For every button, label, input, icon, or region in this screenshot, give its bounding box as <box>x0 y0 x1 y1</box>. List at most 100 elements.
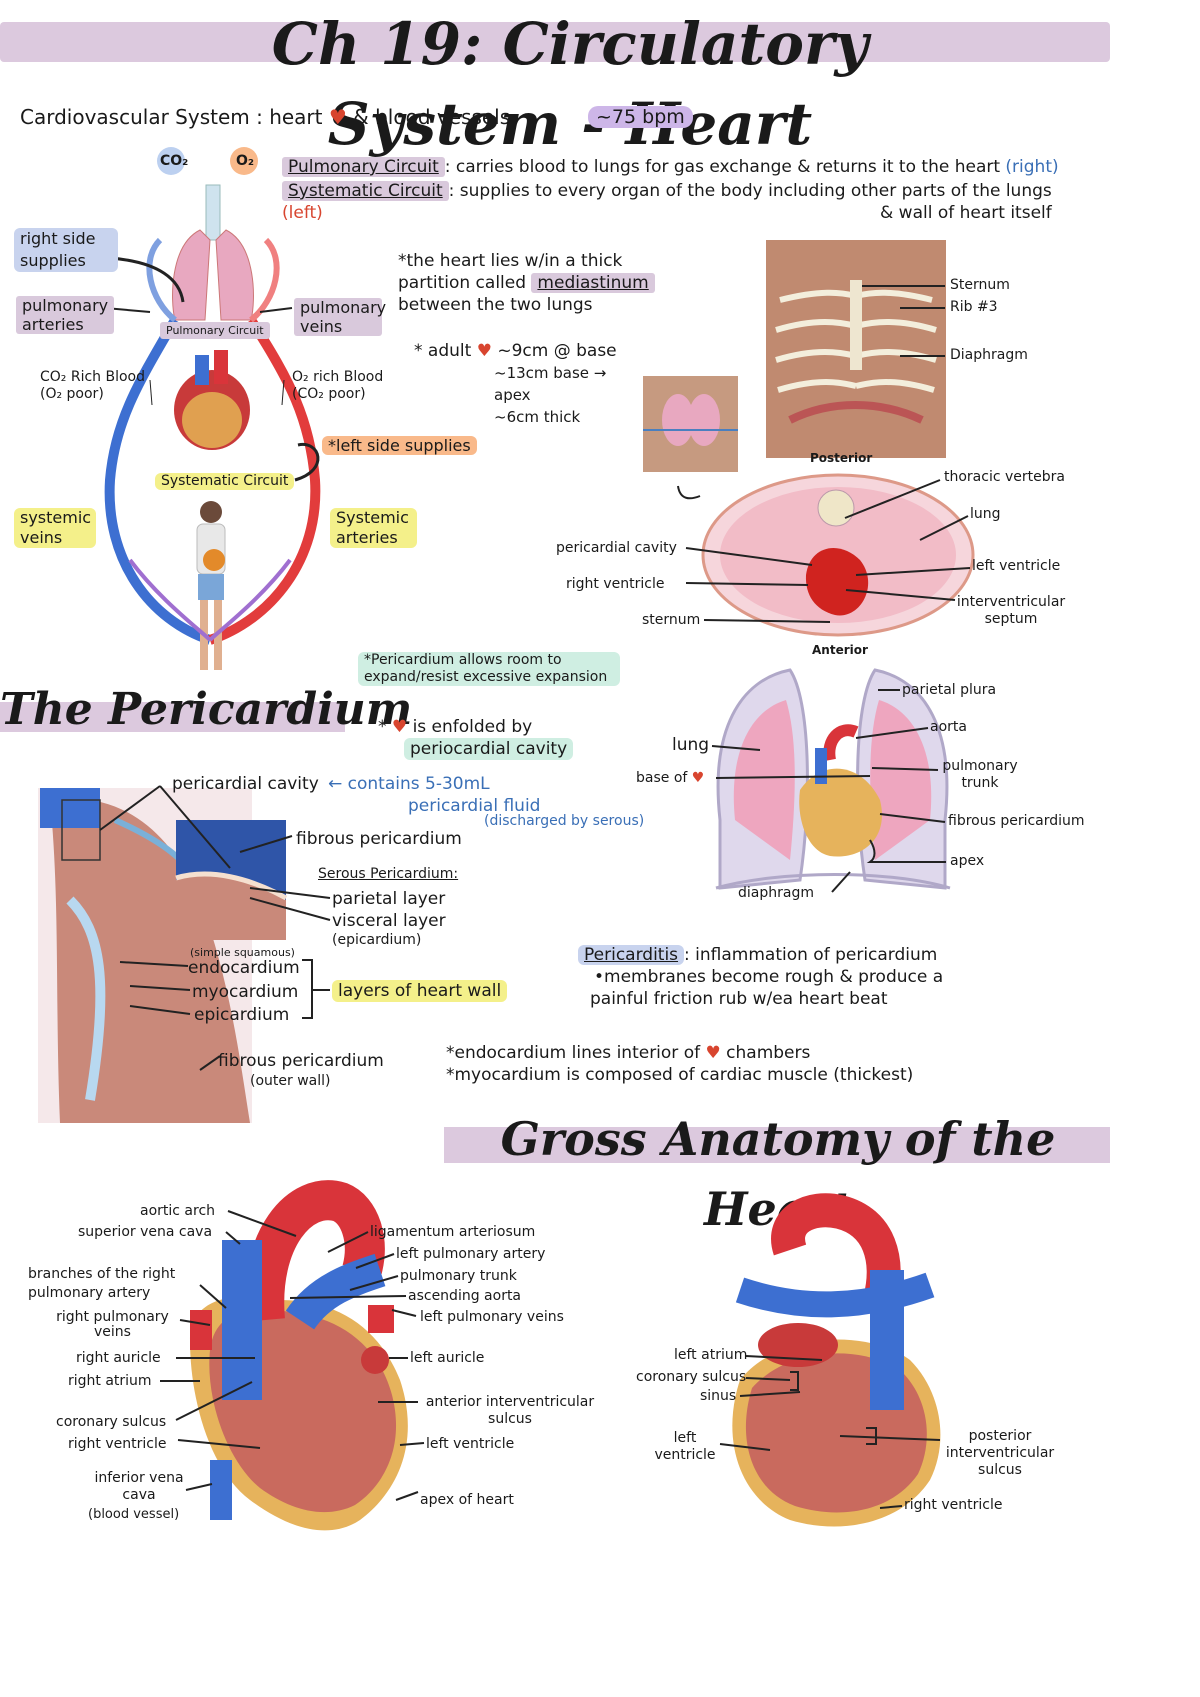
base-of-heart-label: base of ♥ <box>636 770 704 787</box>
layers-of-heart-wall-label: layers of heart wall <box>332 980 508 1002</box>
contains-label: ← contains 5-30mL <box>328 774 490 794</box>
adult-heart-size: * adult ♥ ~9cm @ base ~13cm base → apex … <box>414 340 644 428</box>
right-auricle-label: right auricle <box>76 1350 161 1366</box>
pulmonary-circuit-label: Pulmonary Circuit <box>160 322 270 339</box>
cardiovascular-text-2: & blood vessels <box>353 105 511 129</box>
epicardium-paren-label: (epicardium) <box>332 932 422 948</box>
pericardial-fluid-label: pericardial fluid <box>408 796 541 816</box>
pericardium-room-note: *Pericardium allows room to expand/resis… <box>358 652 620 686</box>
adult-label: * adult <box>414 341 472 361</box>
apex-label: apex <box>950 853 985 869</box>
fibrous-pericardium-label-2: fibrous pericardium <box>948 813 1085 829</box>
right-ventricle-label-2: right ventricle <box>68 1436 167 1452</box>
systemic-arteries-label: Systemic arteries <box>330 508 417 548</box>
serous-pericardium-label: Serous Pericardium: <box>318 866 459 882</box>
fibrous-outer-label: fibrous pericardium <box>218 1051 384 1071</box>
aortic-arch-label: aortic arch <box>140 1203 216 1219</box>
right-ventricle-label-3: right ventricle <box>904 1497 1003 1513</box>
mediastinum-line-2: partition called mediastinum <box>398 272 658 294</box>
pericardium-heading: The Pericardium <box>0 684 413 735</box>
gross-anatomy-heading-highlight <box>444 1127 1110 1163</box>
systemic-veins-label: systemic veins <box>14 508 96 548</box>
mediastinum-line-1: *the heart lies w/in a thick <box>398 251 623 271</box>
epicardium-label: epicardium <box>194 1005 290 1025</box>
discharged-label: (discharged by serous) <box>484 813 645 829</box>
sinus-label: sinus <box>700 1388 737 1404</box>
blood-vessel-label: (blood vessel) <box>88 1507 180 1522</box>
thoracic-vertebra-label: thoracic vertebra <box>944 469 1065 485</box>
mediastinum-note: *the heart lies w/in a thick partition c… <box>398 250 658 316</box>
facts-block: *endocardium lines interior of ♥ chamber… <box>446 1042 1006 1086</box>
page-title: Ch 19: Circulatory System - Heart <box>271 10 869 158</box>
fibrous-pericardium-label: fibrous pericardium <box>296 829 462 849</box>
enfolded-term: periocardial cavity <box>404 738 574 760</box>
ascending-aorta-label: ascending aorta <box>408 1288 522 1304</box>
systemic-circuit-term: Systematic Circuit <box>282 181 449 201</box>
cardiovascular-line: Cardiovascular System : heart ♥ & blood … <box>20 106 510 128</box>
apex-of-heart-label: apex of heart <box>420 1492 514 1508</box>
pulmonary-arteries-label: pulmonary arteries <box>16 296 114 334</box>
systemic-circuit-def-2: & wall of heart itself <box>880 203 1052 223</box>
pericardial-cavity-label: pericardial cavity <box>556 540 677 556</box>
heart-icon: ♥ <box>391 717 408 737</box>
branches-label: branches of the right pulmonary artery <box>28 1266 176 1301</box>
coronary-sulcus-label: coronary sulcus <box>56 1414 167 1430</box>
ligamentum-label: ligamentum arteriosum <box>370 1224 536 1240</box>
svc-label: superior vena cava <box>78 1224 213 1240</box>
heart-icon: ♥ <box>705 1043 721 1063</box>
diaphragm-label: Diaphragm <box>950 347 1028 363</box>
fact-1-text: *endocardium lines interior of <box>446 1043 701 1063</box>
cardiovascular-text: Cardiovascular System : heart <box>20 105 323 129</box>
co2-rich-sub: (O₂ poor) <box>40 386 104 402</box>
pulmonary-veins-label: pulmonary veins <box>294 298 386 336</box>
left-pulmonary-artery-label: left pulmonary artery <box>396 1246 546 1262</box>
o2-rich-label: O₂ rich Blood (CO₂ poor) <box>292 369 402 403</box>
sternum-label: Sternum <box>950 277 1010 293</box>
lung-label-2: lung <box>672 735 710 755</box>
pulmonary-circuit-term: Pulmonary Circuit <box>282 157 445 177</box>
simple-squamous-label: (simple squamous) <box>190 946 295 959</box>
systemic-circuit-def: Systematic Circuit: supplies to every or… <box>282 180 1082 224</box>
fact-1: *endocardium lines interior of ♥ chamber… <box>446 1042 1006 1064</box>
mediastinum-line-2a: partition called <box>398 273 527 293</box>
pulmonary-circuit-desc: : carries blood to lungs for gas exchang… <box>444 157 1001 177</box>
o2-rich-sub: (CO₂ poor) <box>292 386 366 402</box>
lung-label: lung <box>970 506 1001 522</box>
ivc-label: inferior vena cava <box>94 1470 184 1503</box>
pulmonary-trunk-label: pulmonary trunk <box>942 758 1018 791</box>
pericarditis-line-3: painful friction rub w/ea heart beat <box>590 989 888 1009</box>
rib-label: Rib #3 <box>950 299 998 315</box>
pericarditis-line-2: •membranes become rough & produce a <box>594 967 944 987</box>
base-of-text: base of <box>636 770 688 786</box>
myocardium-label: myocardium <box>192 982 299 1002</box>
pericarditis-term: Pericarditis <box>578 945 685 965</box>
pericardial-cavity-label-2: pericardial cavity <box>172 774 319 794</box>
left-auricle-label: left auricle <box>410 1350 485 1366</box>
anterior-label: Anterior <box>812 643 868 657</box>
heart-icon: ♥ <box>476 341 492 361</box>
sternum-label-2: sternum <box>642 612 701 628</box>
mediastinum-line-3: between the two lungs <box>398 295 593 315</box>
parietal-layer-label: parietal layer <box>332 889 446 909</box>
enfolded-text: is enfolded by <box>412 717 533 737</box>
co2-bubble-label: CO₂ <box>160 153 189 169</box>
pericarditis-line-1: Pericarditis: inflammation of pericardiu… <box>578 944 998 966</box>
pericardium-heading-highlight <box>0 702 345 732</box>
mediastinum-term: mediastinum <box>531 273 655 293</box>
right-atrium-label: right atrium <box>68 1373 152 1389</box>
parietal-plura-label: parietal plura <box>902 682 997 698</box>
pericarditis-block: Pericarditis: inflammation of pericardiu… <box>578 944 998 1010</box>
size-2: ~13cm base → apex <box>494 364 607 404</box>
o2-rich-text: O₂ rich Blood <box>292 369 384 385</box>
left-ventricle-label-2: left ventricle <box>426 1436 515 1452</box>
outer-wall-label: (outer wall) <box>250 1073 331 1089</box>
interventricular-septum-label: interventricular septum <box>956 594 1066 627</box>
right-pulmonary-veins-label: right pulmonary veins <box>56 1309 169 1340</box>
pulmonary-trunk-label-2: pulmonary trunk <box>400 1268 517 1284</box>
bpm-badge: ~75 bpm <box>588 106 693 128</box>
